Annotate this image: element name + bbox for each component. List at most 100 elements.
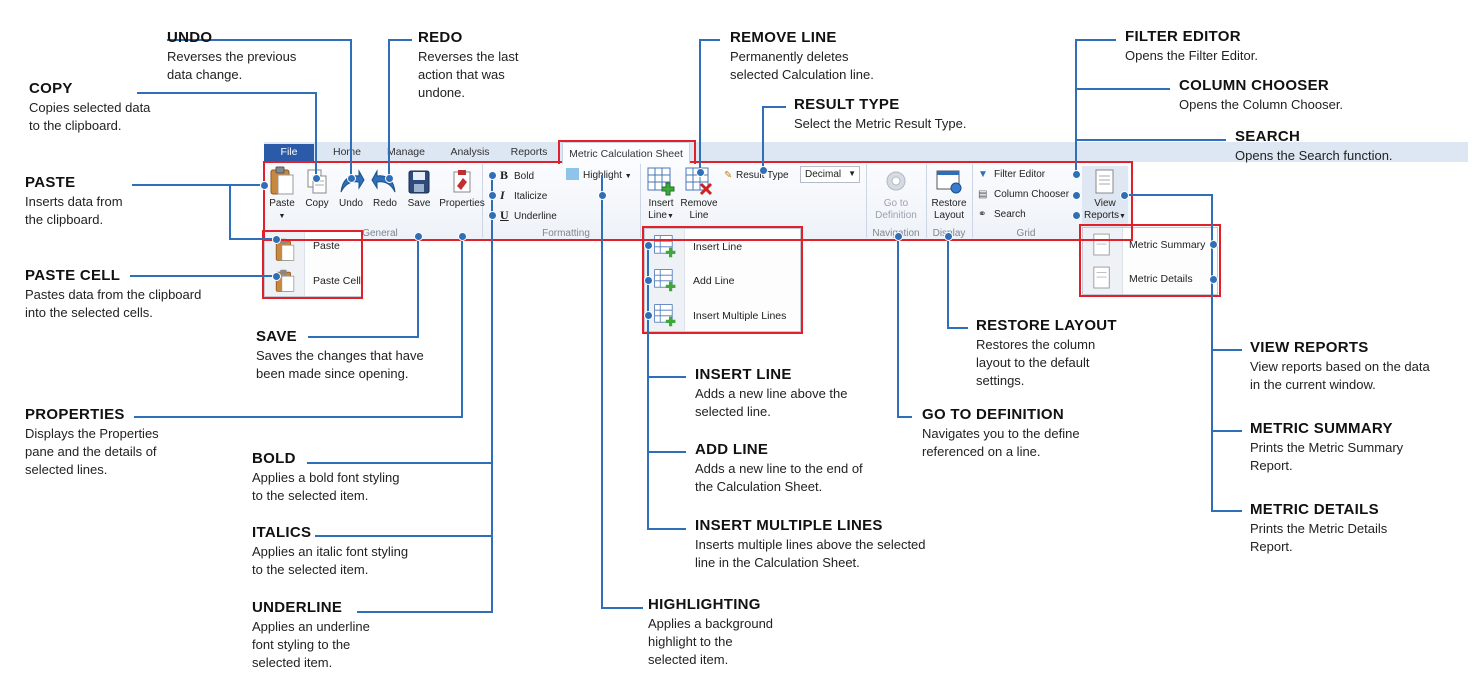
chevron-down-icon: ▼	[1119, 213, 1126, 220]
insert-line-button[interactable]: Insert Line▼	[644, 166, 678, 223]
menu-item-add-line[interactable]: Add Line	[693, 275, 735, 287]
connector-dot	[311, 173, 321, 183]
callout-restore-layout: RESTORE LAYOUT Restores the column layou…	[976, 316, 1117, 390]
column-chooser-button[interactable]: ▤Column Chooser	[978, 188, 1069, 202]
callout-description: View reports based on the data in the cu…	[1250, 359, 1430, 392]
connector-dot	[893, 231, 903, 241]
remove-line-label: Remove Line	[680, 198, 718, 221]
callout-remove-line: REMOVE LINE Permanently deletes selected…	[730, 28, 874, 84]
connector-dot	[1071, 190, 1081, 200]
connector-dot	[271, 271, 281, 281]
tab-analysis[interactable]: Analysis	[450, 146, 490, 158]
paste-dropdown-menu: Paste Paste Cell	[264, 231, 362, 297]
callout-title: SEARCH	[1235, 128, 1301, 145]
report-icon	[1095, 169, 1114, 194]
filter-editor-button[interactable]: ▼Filter Editor	[978, 168, 1045, 182]
callout-description: Restores the column layout to the defaul…	[976, 337, 1096, 388]
connector-dot	[457, 231, 467, 241]
callout-search: SEARCH Opens the Search function.	[1235, 127, 1393, 165]
callout-description: Select the Metric Result Type.	[794, 116, 967, 131]
callout-title: ITALICS	[252, 524, 312, 541]
callout-save: SAVE Saves the changes that have been ma…	[256, 327, 424, 383]
go-to-definition-icon	[886, 171, 906, 191]
callout-description: Applies an underline font styling to the…	[252, 619, 370, 670]
callout-bold: BOLD Applies a bold font styling to the …	[252, 449, 399, 505]
callout-description: Prints the Metric Summary Report.	[1250, 440, 1404, 473]
menu-item-insert-multiple-lines[interactable]: Insert Multiple Lines	[693, 310, 787, 322]
callout-description: Inserts multiple lines above the selecte…	[695, 537, 926, 570]
chevron-down-icon: ▼	[666, 213, 674, 220]
callout-view-reports: VIEW REPORTS View reports based on the d…	[1250, 338, 1430, 394]
binoculars-icon: ⚭	[978, 209, 987, 220]
connector-dot	[643, 310, 653, 320]
tab-metric-calculation-sheet[interactable]: Metric Calculation Sheet	[562, 142, 690, 164]
search-label: Search	[994, 209, 1026, 220]
paste-button[interactable]: Paste▼	[266, 166, 298, 223]
restore-layout-button[interactable]: Restore Layout	[928, 168, 970, 222]
connector-dot	[1119, 190, 1129, 200]
callout-description: Adds a new line to the end of the Calcul…	[695, 461, 863, 494]
properties-label: Properties	[439, 198, 485, 209]
menu-item-paste-cell[interactable]: Paste Cell	[313, 275, 361, 287]
callout-filter-editor: FILTER EDITOR Opens the Filter Editor.	[1125, 27, 1258, 65]
callout-redo: REDO Reverses the last action that was u…	[418, 28, 518, 102]
callout-title: INSERT MULTIPLE LINES	[695, 517, 883, 534]
menu-item-metric-summary[interactable]: Metric Summary	[1129, 239, 1206, 251]
callout-description: Reverses the previous data change.	[167, 49, 297, 82]
tab-manage[interactable]: Manage	[387, 146, 425, 158]
tab-file[interactable]: File	[264, 144, 314, 162]
properties-button[interactable]: Properties	[436, 168, 488, 210]
result-type-select[interactable]: Decimal ▼	[800, 166, 860, 183]
callout-title: METRIC SUMMARY	[1250, 420, 1393, 437]
callout-title: VIEW REPORTS	[1250, 339, 1369, 356]
callout-insert-line: INSERT LINE Adds a new line above the se…	[695, 365, 848, 421]
redo-label: Redo	[373, 198, 397, 209]
callout-add-line: ADD LINE Adds a new line to the end of t…	[695, 440, 863, 496]
tab-reports[interactable]: Reports	[510, 146, 548, 158]
menu-item-metric-details[interactable]: Metric Details	[1129, 273, 1193, 285]
connector-dot	[1071, 169, 1081, 179]
connector-dot	[1208, 274, 1218, 284]
connector-dot	[346, 173, 356, 183]
connector-dot	[487, 210, 497, 220]
menu-item-paste[interactable]: Paste	[313, 240, 340, 252]
restore-layout-icon	[936, 170, 962, 194]
callout-metric-details: METRIC DETAILS Prints the Metric Details…	[1250, 500, 1387, 556]
callout-description: Opens the Column Chooser.	[1179, 97, 1344, 112]
add-line-icon	[654, 269, 676, 292]
callout-description: Adds a new line above the selected line.	[695, 386, 848, 419]
callout-column-chooser: COLUMN CHOOSER Opens the Column Chooser.	[1179, 76, 1343, 114]
callout-title: RESTORE LAYOUT	[976, 317, 1117, 334]
go-to-definition-label: Go to Definition	[875, 198, 917, 221]
insert-multiple-lines-icon	[654, 304, 676, 327]
italic-icon: I	[500, 188, 505, 202]
callout-italics: ITALICS Applies an italic font styling t…	[252, 523, 408, 579]
italicize-button[interactable]: I Italicize	[500, 188, 547, 204]
menu-item-insert-line[interactable]: Insert Line	[693, 241, 743, 253]
copy-label: Copy	[305, 198, 329, 209]
italicize-label: Italicize	[514, 191, 548, 202]
underline-label: Underline	[514, 211, 557, 222]
group-label-formatting: Formatting	[542, 228, 590, 239]
callout-description: Opens the Filter Editor.	[1125, 48, 1258, 63]
connector-dot	[413, 231, 423, 241]
go-to-definition-button[interactable]: Go to Definition	[870, 168, 922, 222]
bold-icon: B	[500, 168, 509, 182]
callout-title: REDO	[418, 29, 463, 46]
callout-title: BOLD	[252, 450, 296, 467]
callout-title: PROPERTIES	[25, 406, 125, 423]
group-label-general: General	[362, 228, 398, 239]
callout-title: INSERT LINE	[695, 366, 792, 383]
result-type-value: Decimal	[805, 169, 842, 180]
tab-home[interactable]: Home	[332, 146, 361, 158]
callout-title: UNDO	[167, 29, 213, 46]
callout-title: UNDERLINE	[252, 599, 343, 616]
save-button[interactable]: Save	[404, 168, 434, 210]
chevron-down-icon: ▼	[848, 169, 856, 178]
callout-paste: PASTE Inserts data from the clipboard.	[25, 173, 123, 229]
callout-copy: COPY Copies selected data to the clipboa…	[29, 79, 150, 135]
search-button[interactable]: ⚭ Search	[978, 208, 1026, 222]
